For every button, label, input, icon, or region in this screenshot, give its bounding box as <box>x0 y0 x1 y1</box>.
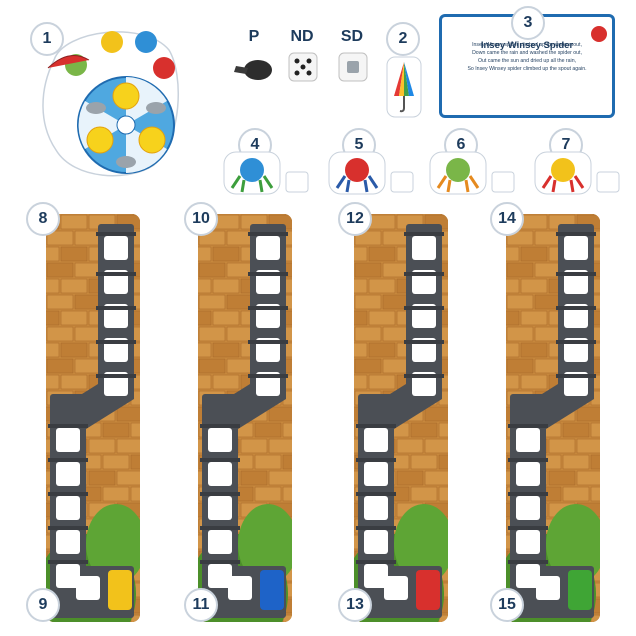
number-die-icon <box>288 52 318 82</box>
player-pawn-icon <box>234 60 272 80</box>
item-number-8: 8 <box>26 202 60 236</box>
blue-spider-piece <box>223 151 309 195</box>
rhyme-title: Insey Winsey Spider <box>480 40 574 51</box>
red-drainpipe-board <box>354 214 448 622</box>
green-drainpipe-board <box>506 214 600 622</box>
green-spider-piece <box>429 151 515 195</box>
player-piece-label: P <box>248 28 260 45</box>
item-number-3: 3 <box>511 6 545 40</box>
special-die-label: SD <box>340 28 364 45</box>
rhyme-line-3: Out came the sun and dried up all the ra… <box>477 58 577 64</box>
item-number-11: 11 <box>184 588 218 622</box>
weather-spinner <box>42 31 179 177</box>
number-die-label: ND <box>290 28 314 45</box>
red-spider-piece <box>328 151 414 195</box>
item-number-1: 1 <box>30 22 64 56</box>
yellow-drainpipe-board <box>46 214 140 622</box>
item-number-2: 2 <box>386 22 420 56</box>
umbrella-token <box>386 56 422 118</box>
item-number-9: 9 <box>26 588 60 622</box>
item-number-12: 12 <box>338 202 372 236</box>
red-spider-icon <box>591 26 607 42</box>
blue-drainpipe-board <box>198 214 292 622</box>
item-number-15: 15 <box>490 588 524 622</box>
rhyme-card: Insey Winsey spider climbed up the water… <box>439 14 615 118</box>
yellow-spider-piece <box>534 151 620 195</box>
rhyme-line-4: So Insey Winsey spider climbed up the sp… <box>467 66 587 72</box>
rhyme-line-2: Down came the rain and washed the spider… <box>472 50 582 56</box>
special-die-icon <box>338 52 368 82</box>
item-number-10: 10 <box>184 202 218 236</box>
item-number-14: 14 <box>490 202 524 236</box>
item-number-13: 13 <box>338 588 372 622</box>
rhyme-line-1: Insey Winsey spider climbed up the water… <box>472 42 582 48</box>
